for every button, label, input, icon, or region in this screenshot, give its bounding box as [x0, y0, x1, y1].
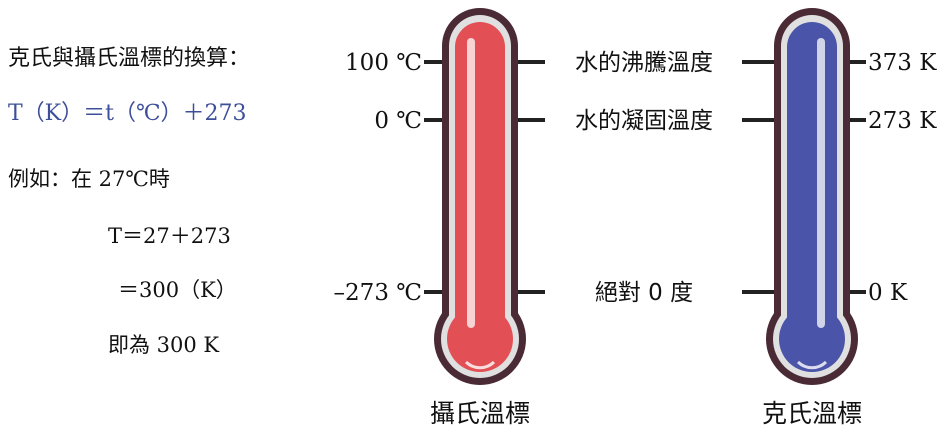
celsius-scale-title: 攝氏溫標 — [430, 399, 530, 428]
kelvin-labels: 373 K 273 K 0 K — [868, 50, 937, 306]
example-step-2: ＝300（K） — [118, 278, 237, 302]
point-label-freezing: 水的凝固溫度 — [575, 108, 713, 134]
kelvin-tick-freezing: 273 K — [868, 108, 937, 134]
celsius-tick-absolute-zero: –273 ℃ — [334, 280, 422, 306]
celsius-thermometer — [434, 8, 526, 385]
kelvin-thermometer — [766, 8, 858, 385]
celsius-labels: 100 ℃ 0 ℃ –273 ℃ — [334, 50, 422, 306]
example-intro: 例如：在 27℃時 — [8, 167, 170, 191]
celsius-tick-boiling: 100 ℃ — [345, 50, 422, 76]
celsius-tick-freezing: 0 ℃ — [374, 108, 422, 134]
point-label-boiling: 水的沸騰溫度 — [575, 50, 713, 76]
kelvin-scale-title: 克氏溫標 — [762, 399, 862, 428]
conversion-formula: T（K）＝t（℃）＋273 — [8, 101, 247, 126]
point-labels: 水的沸騰溫度 水的凝固溫度 絕對 0 度 — [575, 50, 713, 306]
example-result: 即為 300 K — [108, 333, 219, 357]
kelvin-tick-absolute-zero: 0 K — [868, 280, 908, 306]
conversion-notes: 克氏與攝氏溫標的換算： T（K）＝t（℃）＋273 例如：在 27℃時 T＝27… — [8, 46, 250, 357]
kelvin-tick-boiling: 373 K — [868, 50, 937, 76]
example-step-1: T＝27＋273 — [108, 224, 231, 248]
conversion-heading: 克氏與攝氏溫標的換算： — [8, 46, 250, 71]
point-label-absolute-zero: 絕對 0 度 — [595, 280, 693, 306]
